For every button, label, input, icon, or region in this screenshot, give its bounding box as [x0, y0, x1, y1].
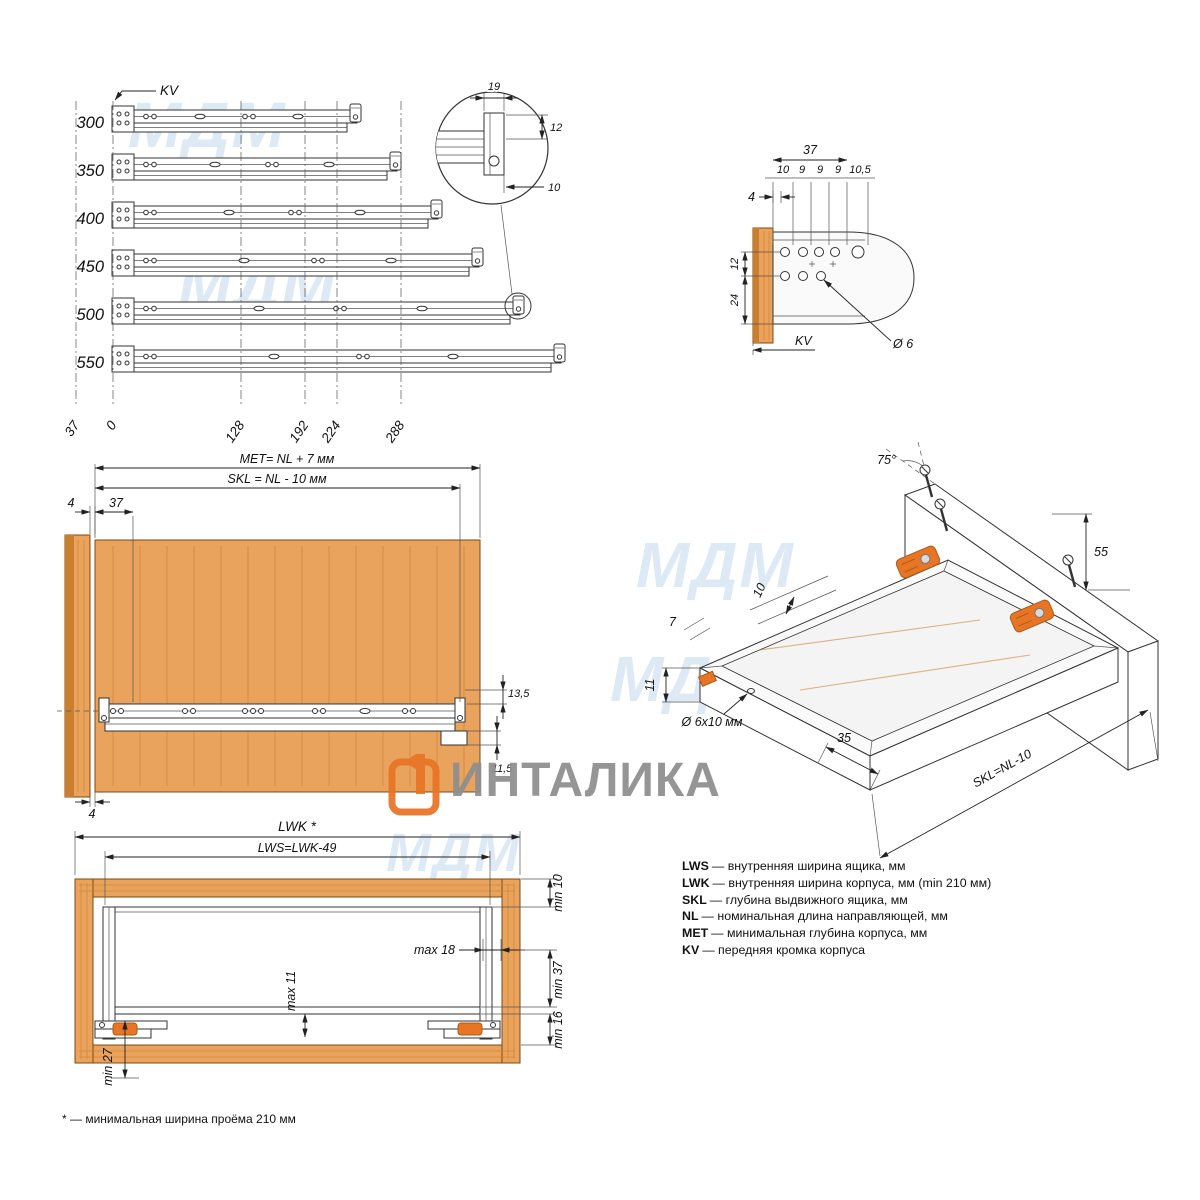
mounted-slide-rail — [57, 697, 468, 746]
legend-desc: — минимальная глубина корпуса, мм — [711, 926, 928, 941]
svg-text:37: 37 — [62, 418, 83, 439]
dim-front: 37 — [109, 496, 124, 510]
svg-text:10,5: 10,5 — [849, 164, 871, 176]
legend-term: LWK — [682, 875, 710, 890]
dim-min16: min 16 — [551, 1011, 565, 1049]
footnote: * — минимальная ширина проёма 210 мм — [62, 1112, 296, 1126]
dim-min27: min 27 — [101, 1047, 115, 1086]
segment-labels: 10 9 9 9 10,5 — [777, 164, 872, 176]
cabinet-frame — [74, 878, 521, 1064]
svg-text:0: 0 — [103, 418, 120, 433]
detail-dim-19: 19 — [488, 81, 500, 93]
dim-offset: 4 — [748, 190, 755, 204]
brand-text: ИНТАЛИКА — [450, 754, 721, 807]
legend-row: SKL— глубина выдвижного ящика, мм — [682, 892, 991, 909]
dim-lwk: LWK * — [278, 819, 317, 834]
dim-row: 12 — [729, 258, 741, 270]
legend-desc: — номинальная длина направляющей, мм — [701, 909, 948, 924]
svg-text:192: 192 — [286, 418, 311, 445]
svg-text:224: 224 — [318, 418, 344, 446]
kv-label: KV — [160, 83, 180, 98]
kv-label: KV — [795, 334, 813, 348]
dim-lws: LWS=LWK-49 — [258, 841, 337, 855]
legend-row: KV— передняя кромка корпуса — [682, 942, 991, 959]
svg-text:128: 128 — [222, 418, 247, 445]
svg-text:9: 9 — [817, 164, 823, 176]
legend: LWS— внутренняя ширина ящика, мм LWK— вн… — [682, 858, 991, 959]
side-dimensions: MET= NL + 7 мм SKL = NL - 10 мм 4 37 13,… — [68, 452, 531, 821]
wood-grain — [112, 546, 465, 786]
slide-row-300: 300 — [76, 103, 362, 133]
legend-desc: — глубина выдвижного ящика, мм — [709, 892, 908, 907]
length-label: 450 — [76, 258, 104, 276]
dim-skl: SKL=NL-10 — [970, 747, 1034, 791]
legend-term: LWS — [682, 859, 709, 873]
legend-row: LWS— внутренняя ширина ящика, мм — [682, 858, 991, 875]
length-label: 500 — [76, 306, 104, 324]
rail-end-profile — [772, 231, 915, 325]
legend-row: LWK— внутренняя ширина корпуса, мм (min … — [682, 875, 991, 892]
legend-term: SKL — [682, 892, 707, 907]
svg-text:9: 9 — [799, 164, 805, 176]
mounting-holes — [780, 245, 865, 281]
legend-row: NL— номинальная длина направляющей, мм — [682, 908, 991, 925]
cabinet-side-panel — [94, 539, 481, 793]
legend-desc: — передняя кромка корпуса — [702, 942, 866, 957]
dim-135: 13,5 — [508, 688, 530, 700]
dim-gap-top: 4 — [68, 496, 75, 510]
angle-label: 75° — [877, 453, 896, 467]
dim-edge: 24 — [729, 294, 741, 307]
detail-dim-10: 10 — [548, 182, 561, 194]
projection-lines — [75, 101, 402, 407]
slide-row-350: 350 — [76, 151, 402, 181]
dim-hole: Ø 6x10 мм — [681, 715, 743, 729]
dim-115: 11,5 — [492, 763, 513, 775]
slide-row-500: 500 — [76, 295, 525, 325]
dim-max11: max 11 — [284, 971, 298, 1011]
dim-min37: min 37 — [551, 960, 565, 999]
hole-ticks — [772, 182, 869, 245]
stack-view: 300 350 400 — [62, 79, 566, 446]
axis-labels: 37 0 128 192 224 288 — [62, 418, 408, 446]
dim-55: 55 — [1094, 545, 1108, 559]
length-label: 400 — [76, 210, 104, 228]
brand-logo-icon — [388, 754, 440, 816]
detail-dim-12: 12 — [550, 122, 562, 134]
legend-desc: — внутренняя ширина ящика, мм — [711, 859, 906, 873]
svg-text:288: 288 — [382, 418, 408, 446]
hole-pattern-detail: 37 10 9 9 9 10,5 4 12 24 KV Ø 6 — [729, 143, 915, 357]
legend-desc: — внутренняя ширина корпуса, мм (min 210… — [712, 875, 992, 890]
legend-term: KV — [682, 942, 700, 957]
dim-met: MET= NL + 7 мм — [240, 452, 335, 466]
side-view: MET= NL + 7 мм SKL = NL - 10 мм 4 37 13,… — [57, 452, 531, 821]
dim-max18: max 18 — [414, 943, 455, 957]
dim-10: 10 — [750, 581, 769, 600]
dim-35: 35 — [837, 731, 851, 745]
length-label: 300 — [76, 114, 104, 132]
dim-gap-bottom: 4 — [89, 807, 96, 821]
brand-watermark: ИНТАЛИКА — [388, 748, 721, 816]
dim-7: 7 — [669, 615, 677, 629]
dim-total: 37 — [803, 143, 818, 157]
lock-latch — [457, 1022, 483, 1036]
legend-term: NL — [682, 909, 699, 924]
dim-11: 11 — [643, 679, 657, 692]
legend-row: MET— минимальная глубина корпуса, мм — [682, 925, 991, 942]
front-dimensions: LWK * LWS=LWK-49 max 18 max 11 min 10 mi… — [74, 819, 565, 1086]
legend-term: MET — [682, 926, 709, 941]
front-view: LWK * LWS=LWK-49 max 18 max 11 min 10 mi… — [74, 819, 565, 1086]
slide-row-400: 400 — [76, 199, 443, 229]
corner-block — [697, 670, 717, 687]
dia-label: Ø 6 — [892, 337, 913, 351]
dim-skl: SKL = NL - 10 мм — [227, 472, 326, 486]
svg-text:10: 10 — [777, 164, 790, 176]
front-bracket-detail: 19 12 10 — [435, 79, 562, 320]
isometric-view: 75° 55 10 — [643, 441, 1160, 859]
length-label: 350 — [76, 162, 104, 180]
dim-min10: min 10 — [551, 874, 565, 912]
svg-text:9: 9 — [835, 164, 841, 176]
slide-row-550: 550 — [76, 343, 566, 373]
length-label: 550 — [76, 354, 104, 372]
slide-row-450: 450 — [76, 247, 484, 277]
